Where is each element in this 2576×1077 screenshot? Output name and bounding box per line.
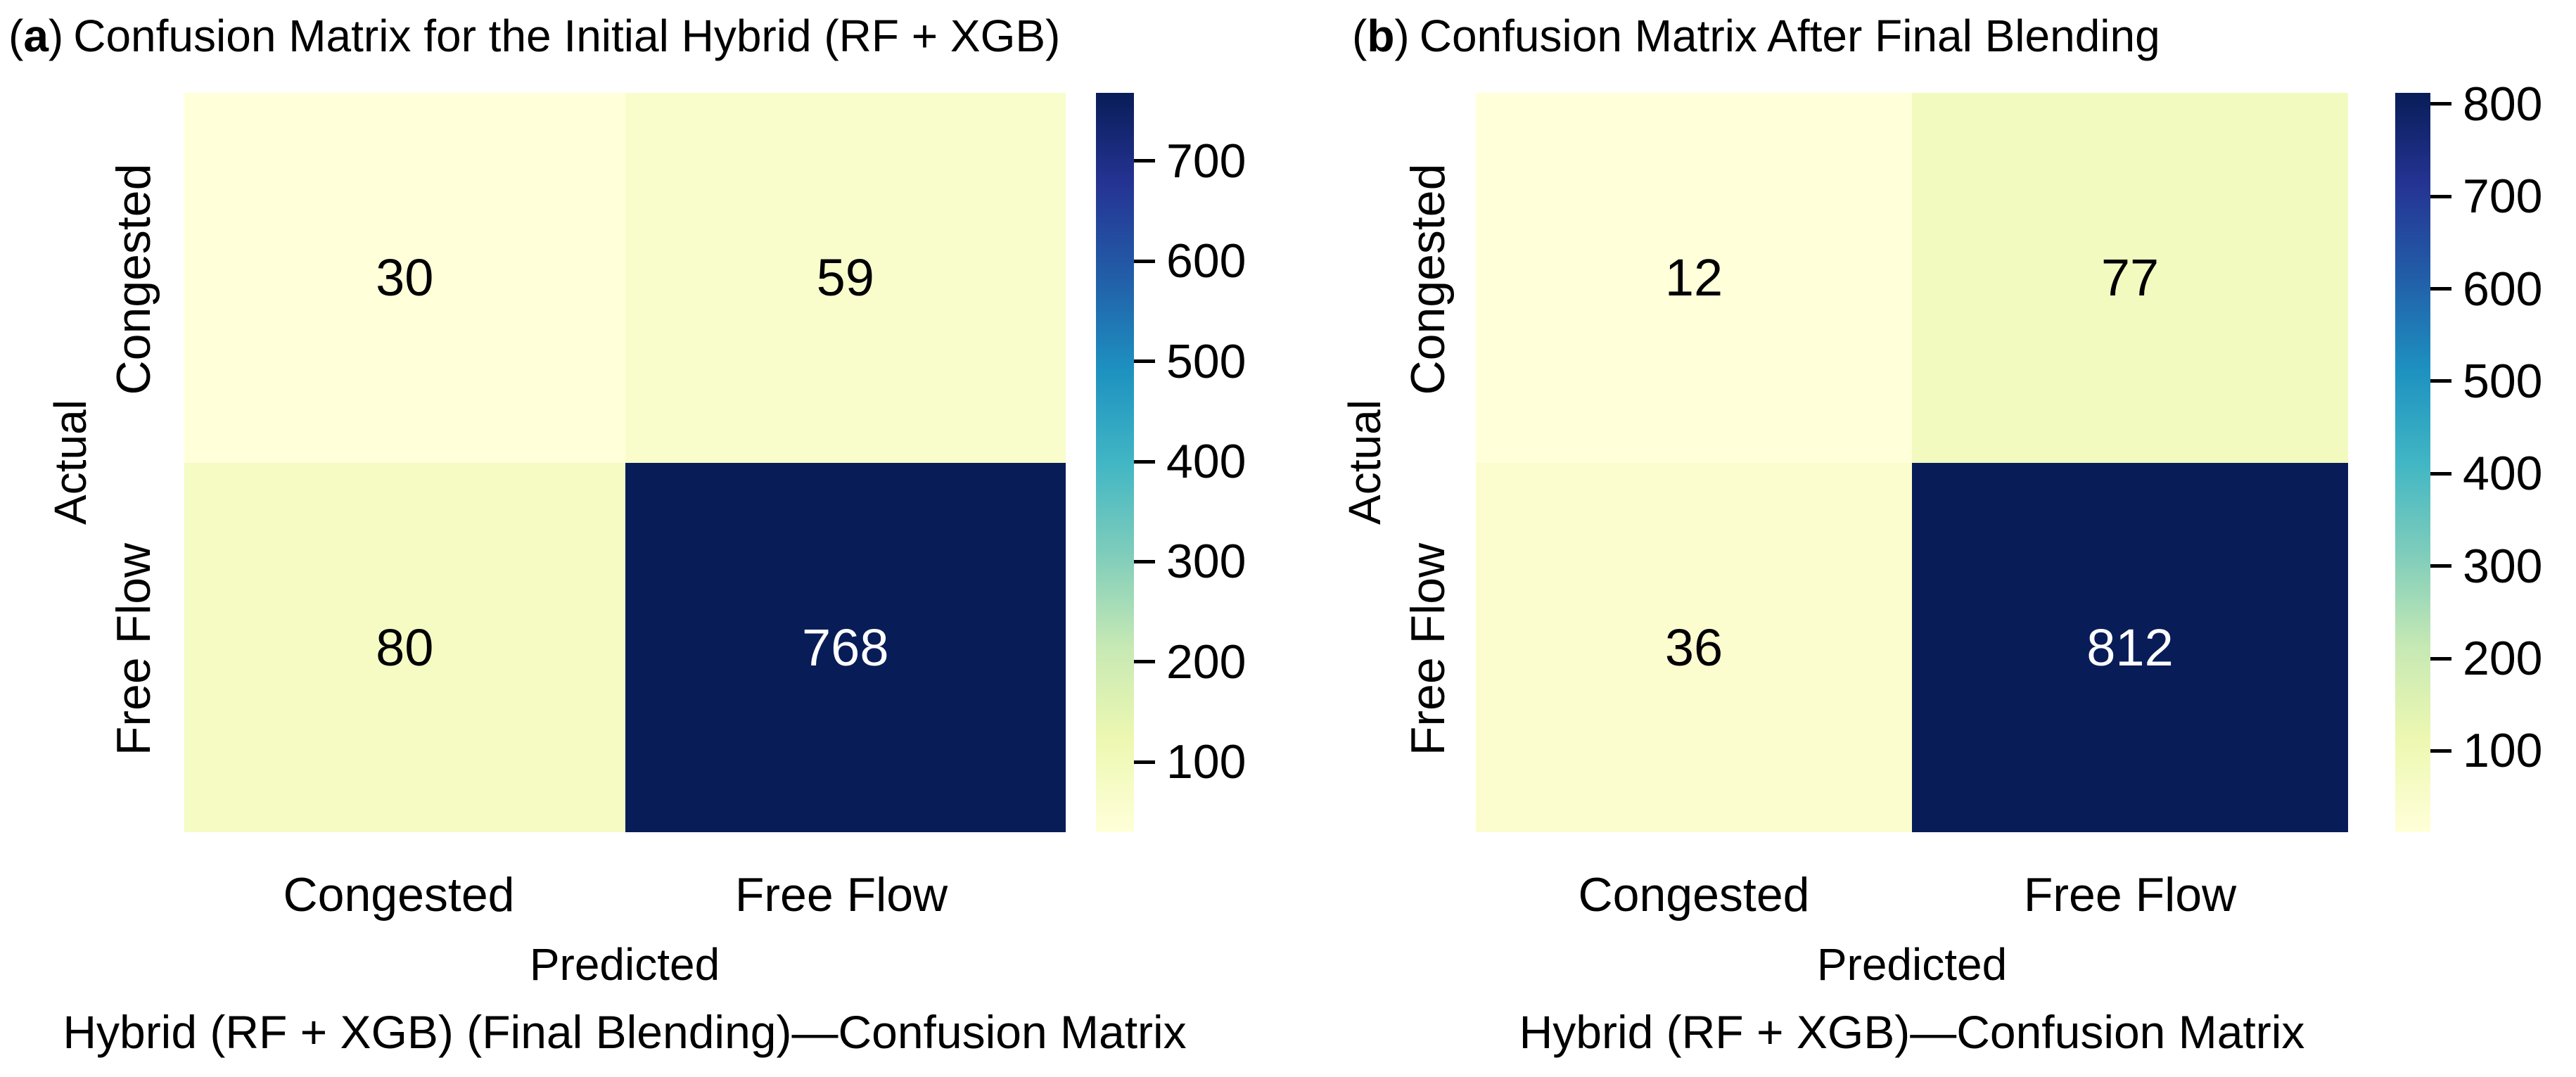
colorbar-a-ticklabel-700: 700 (1166, 134, 1246, 188)
heatmap-a: 30 59 80 768 (184, 93, 1066, 832)
colorbar-b-ticklabel-300: 300 (2463, 539, 2543, 593)
colorbar-a-tickmark-500 (1134, 359, 1155, 364)
colorbar-b-ticklabel-200: 200 (2463, 632, 2543, 685)
colorbar-a-tick-700: 700 (1134, 137, 1246, 185)
heatmap-a-value-r1c0: 80 (376, 618, 434, 677)
colorbar-a-tickmark-700 (1134, 159, 1155, 163)
colorbar-a-ticklabel-400: 400 (1166, 435, 1246, 489)
heatmap-b-cell-r0c1: 77 (1912, 93, 2348, 463)
heatmap-b-cell-r1c0: 36 (1476, 462, 1912, 832)
panel-b-caption: Hybrid (RF + XGB)—Confusion Matrix (1519, 1006, 2305, 1058)
colorbar-a-tickmark-400 (1134, 459, 1155, 464)
panel-a-xtick-freeflow: Free Flow (734, 868, 948, 922)
colorbar-b-ticklabel-400: 400 (2463, 447, 2543, 501)
panel-b-ytick-congested: Congested (1401, 163, 1455, 395)
colorbar-a-tick-200: 200 (1134, 638, 1246, 686)
panel-b-ytick-freeflow: Free Flow (1401, 542, 1455, 756)
colorbar-a: 100 200 300 400 500 600 700 (1096, 93, 1246, 832)
panel-a-caption: Hybrid (RF + XGB) (Final Blending)—Confu… (63, 1006, 1187, 1058)
panel-a-ytick-freeflow: Free Flow (107, 542, 160, 756)
panel-a-xtick-congested: Congested (283, 868, 515, 922)
colorbar-a-ticklabel-600: 600 (1166, 234, 1246, 288)
colorbar-b-tickmark-600 (2430, 287, 2451, 291)
heatmap-b-value-r1c0: 36 (1664, 618, 1723, 677)
colorbar-a-tick-100: 100 (1134, 738, 1246, 786)
colorbar-b-tickmark-800 (2430, 102, 2451, 106)
colorbar-a-ticklabel-300: 300 (1166, 535, 1246, 589)
colorbar-b-tick-400: 400 (2430, 450, 2542, 497)
colorbar-b-tick-200: 200 (2430, 635, 2542, 682)
panel-a-x-axis-label: Predicted (529, 939, 720, 990)
heatmap-a-cell-r0c0: 30 (184, 93, 625, 463)
heatmap-a-cell-r1c1: 768 (625, 462, 1066, 832)
panel-b-xtick-congested: Congested (1578, 868, 1810, 922)
colorbar-b-tick-700: 700 (2430, 172, 2542, 220)
colorbar-a-tickmark-300 (1134, 559, 1155, 563)
colorbar-b-gradient (2395, 93, 2430, 832)
panel-b-title: (b)Confusion Matrix After Final Blending (1352, 10, 2160, 62)
colorbar-b: 100 200 300 400 500 600 700 800 (2395, 80, 2542, 832)
colorbar-b-ticklabel-700: 700 (2463, 170, 2543, 224)
colorbar-a-tick-600: 600 (1134, 237, 1246, 285)
panel-a-title-text: Confusion Matrix for the Initial Hybrid … (73, 11, 1061, 61)
colorbar-a-tickmark-200 (1134, 660, 1155, 664)
colorbar-a-tick-500: 500 (1134, 338, 1246, 385)
panel-a-tag-open: ( (8, 11, 24, 61)
colorbar-b-tick-600: 600 (2430, 265, 2542, 313)
colorbar-b-tickmark-500 (2430, 379, 2451, 383)
heatmap-b: 12 77 36 812 (1476, 93, 2348, 832)
panel-b-x-axis-label: Predicted (1816, 939, 2008, 990)
colorbar-a-tickmark-600 (1134, 259, 1155, 263)
colorbar-b-tick-800: 800 (2430, 80, 2542, 128)
colorbar-b-tickmark-400 (2430, 471, 2451, 476)
heatmap-b-cell-r0c0: 12 (1476, 93, 1912, 463)
heatmap-a-cell-r1c0: 80 (184, 462, 625, 832)
panel-a-y-axis-label: Actual (45, 400, 96, 525)
colorbar-a-gradient (1096, 93, 1134, 832)
panel-a-ytick-congested: Congested (107, 163, 160, 395)
heatmap-b-cell-r1c1: 812 (1912, 462, 2348, 832)
heatmap-b-value-r0c1: 77 (2100, 248, 2160, 307)
panel-b-tag-close: ) (1394, 11, 1410, 61)
panel-b-tag-open: ( (1352, 11, 1367, 61)
colorbar-b-ticklabel-100: 100 (2463, 724, 2543, 778)
panel-b-xtick-freeflow: Free Flow (2023, 868, 2237, 922)
panel-b-tag-letter: b (1367, 11, 1395, 61)
heatmap-b-value-r0c0: 12 (1664, 248, 1723, 307)
colorbar-b-ticklabel-500: 500 (2463, 354, 2543, 408)
colorbar-a-tick-300: 300 (1134, 537, 1246, 585)
panel-a-title: (a)Confusion Matrix for the Initial Hybr… (8, 10, 1060, 62)
colorbar-b-tick-100: 100 (2430, 727, 2542, 775)
colorbar-b-tickmark-700 (2430, 194, 2451, 198)
colorbar-a-tickmark-100 (1134, 760, 1155, 764)
colorbar-b-tick-300: 300 (2430, 542, 2542, 590)
colorbar-b-ticklabel-800: 800 (2463, 77, 2543, 131)
colorbar-b-tickmark-100 (2430, 748, 2451, 753)
heatmap-a-value-r1c1: 768 (802, 618, 889, 677)
panel-b-y-axis-label: Actual (1339, 400, 1390, 525)
colorbar-b-tickmark-300 (2430, 564, 2451, 568)
panel-a-tag-close: ) (48, 11, 64, 61)
heatmap-b-value-r1c1: 812 (2086, 618, 2174, 677)
heatmap-a-value-r0c0: 30 (376, 248, 434, 307)
colorbar-b-tick-500: 500 (2430, 357, 2542, 405)
colorbar-b-ticklabel-600: 600 (2463, 262, 2543, 316)
colorbar-a-ticklabel-200: 200 (1166, 635, 1246, 689)
heatmap-a-cell-r0c1: 59 (625, 93, 1066, 463)
heatmap-a-value-r0c1: 59 (816, 248, 874, 307)
panel-a-tag-letter: a (23, 11, 49, 61)
colorbar-a-ticklabel-100: 100 (1166, 735, 1246, 789)
colorbar-a-tick-400: 400 (1134, 438, 1246, 485)
colorbar-b-tickmark-200 (2430, 656, 2451, 661)
panel-b-title-text: Confusion Matrix After Final Blending (1419, 11, 2160, 61)
colorbar-a-ticklabel-500: 500 (1166, 334, 1246, 388)
